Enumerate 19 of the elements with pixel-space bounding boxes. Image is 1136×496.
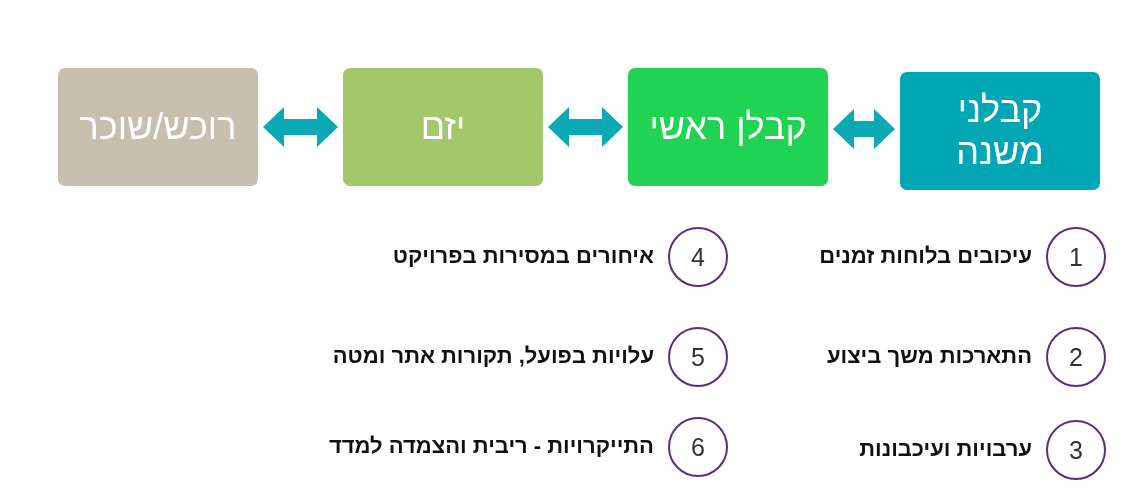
double-arrow bbox=[833, 109, 895, 149]
number-circle: 2 bbox=[1046, 327, 1106, 387]
item-text: איחורים במסירות בפרויקט bbox=[392, 243, 654, 269]
number-circle: 3 bbox=[1046, 420, 1106, 480]
item-text: התייקרויות - ריבית והצמדה למדד bbox=[328, 433, 654, 459]
process-box: קבלן ראשי bbox=[628, 68, 828, 186]
item-text: ערבויות ועיכבונות bbox=[859, 436, 1032, 462]
item-text: עיכובים בלוחות זמנים bbox=[819, 243, 1032, 269]
number-circle: 5 bbox=[668, 327, 728, 387]
item-text: התארכות משך ביצוע bbox=[827, 343, 1032, 369]
number-circle: 6 bbox=[668, 417, 728, 477]
number-circle: 4 bbox=[668, 227, 728, 287]
process-box: יזם bbox=[343, 68, 543, 186]
double-arrow bbox=[263, 107, 338, 147]
number-circle: 1 bbox=[1046, 227, 1106, 287]
process-box: רוכש/שוכר bbox=[58, 68, 258, 186]
item-text: עלויות בפועל, תקורות אתר ומטה bbox=[332, 343, 654, 369]
double-arrow bbox=[548, 107, 623, 147]
process-box: קבלני משנה bbox=[900, 72, 1100, 190]
